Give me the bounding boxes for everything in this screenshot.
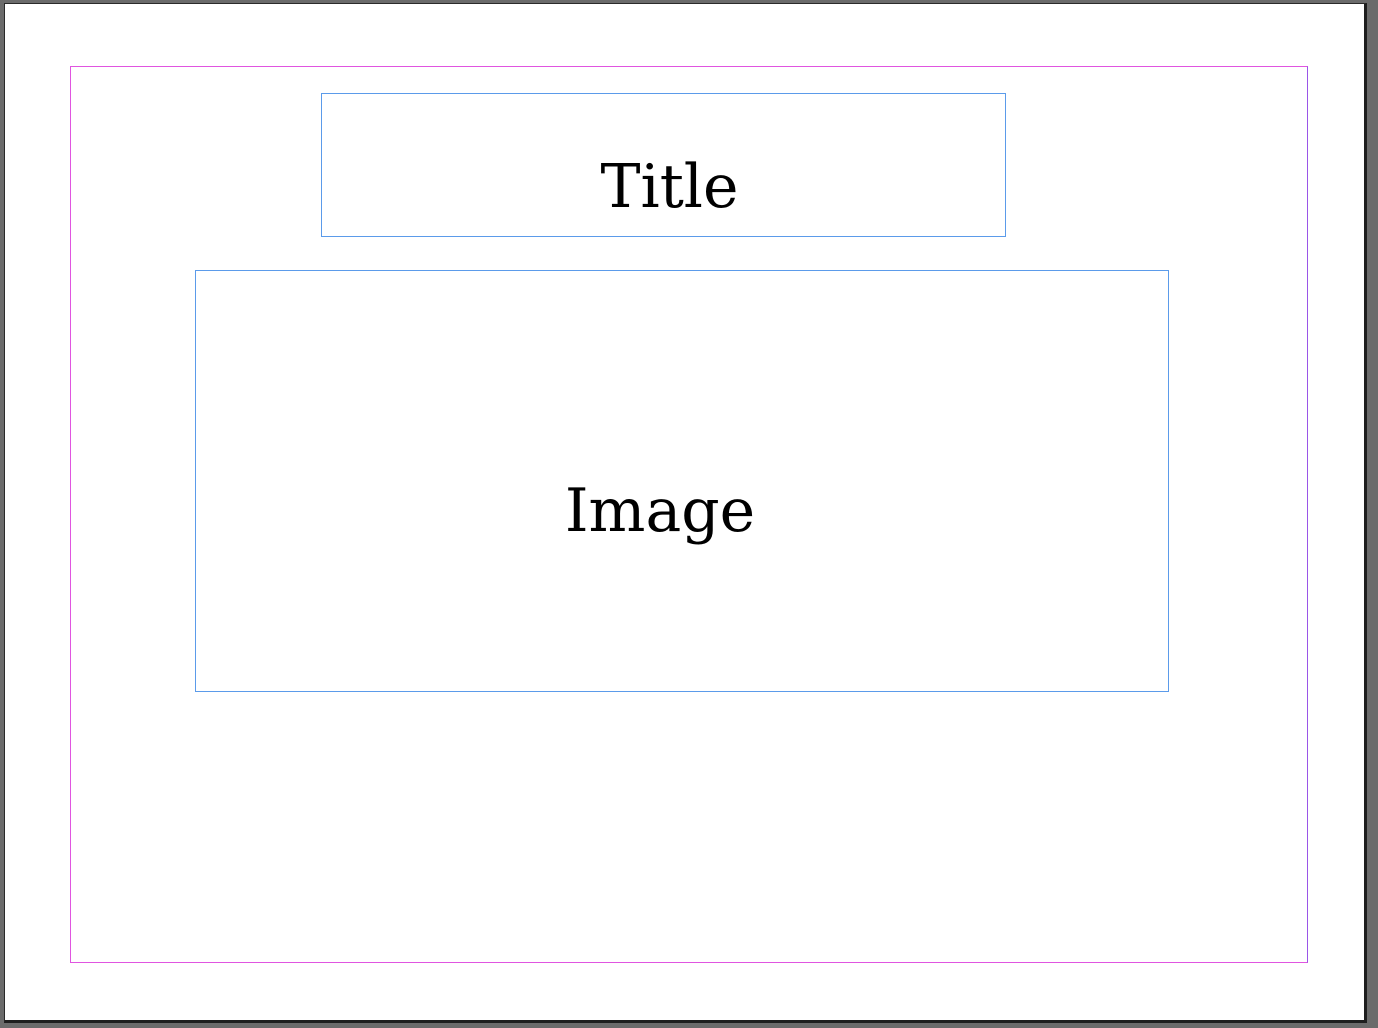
title-text-frame[interactable]: Title [321,93,1006,237]
margin-guide [70,66,1308,963]
document-page: Title Image [4,3,1367,1023]
image-frame[interactable]: Image [195,270,1169,692]
image-frame-label: Image [564,476,756,546]
title-frame-label: Title [600,152,739,222]
